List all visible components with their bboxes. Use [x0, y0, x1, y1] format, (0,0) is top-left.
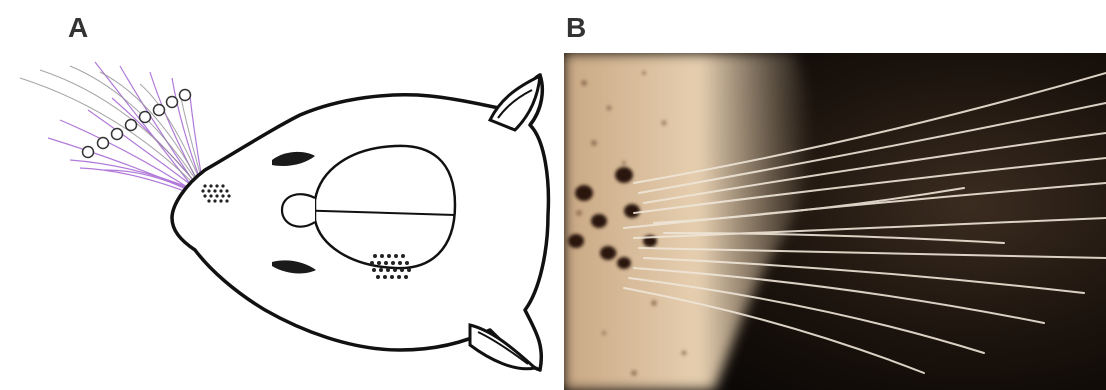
olfactory-bulb — [282, 194, 315, 226]
whisker-follicle-markers — [83, 90, 191, 158]
rat-head-diagram — [0, 50, 560, 390]
panel-label-b: B — [566, 14, 586, 42]
panel-label-a: A — [68, 14, 88, 42]
whisker-photo — [564, 53, 1106, 390]
